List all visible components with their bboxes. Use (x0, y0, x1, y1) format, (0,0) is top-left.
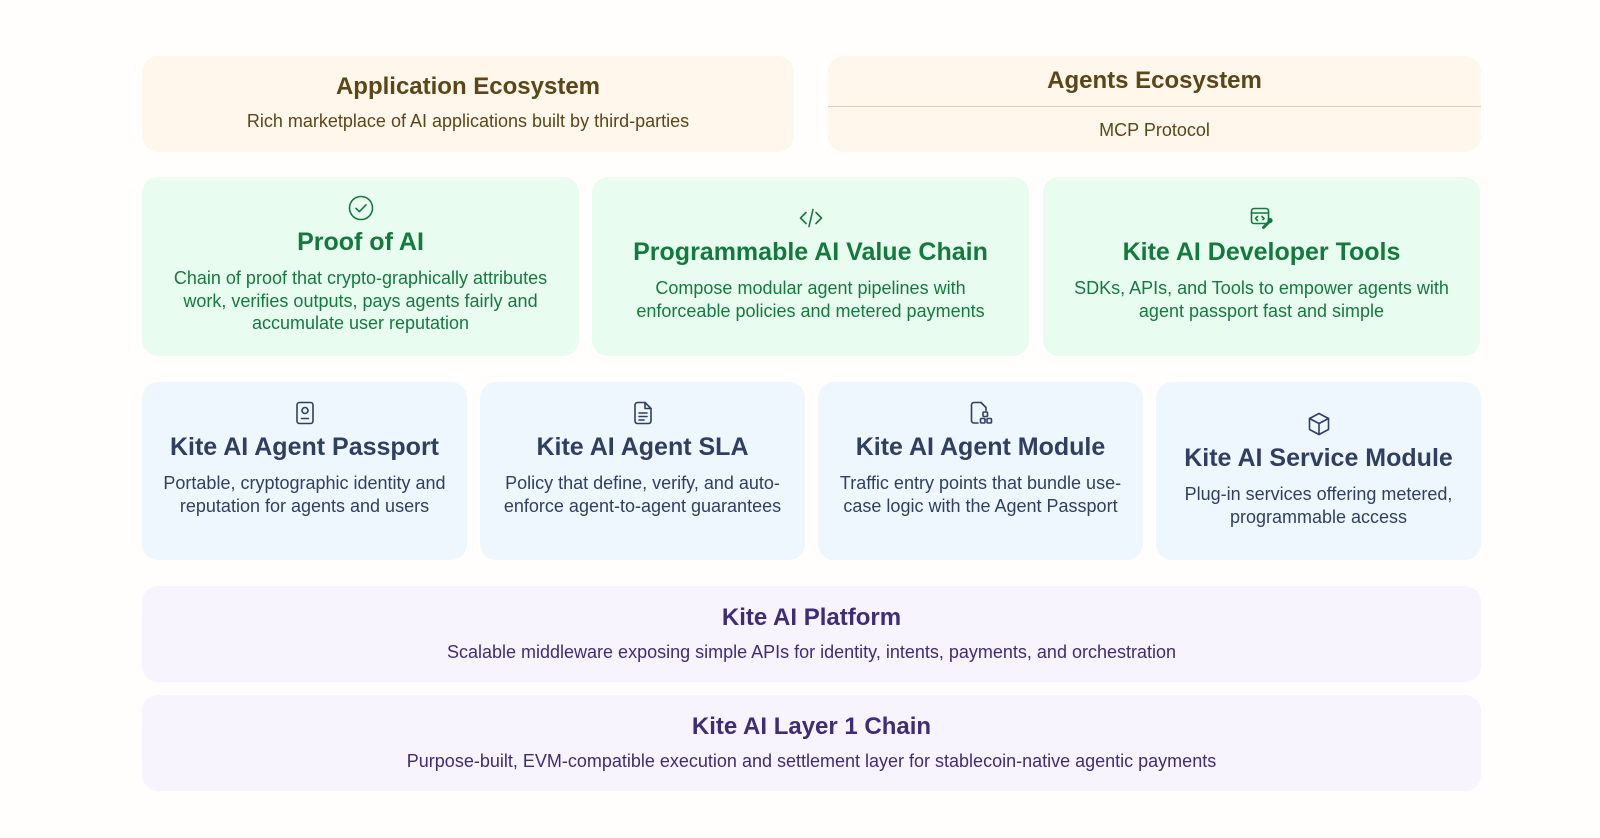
kite-ai-agent-passport-card: Kite AI Agent Passport Portable, cryptog… (142, 382, 467, 560)
programmable-ai-value-chain-card: Programmable AI Value Chain Compose modu… (592, 177, 1029, 356)
mcp-protocol-label: MCP Protocol (1099, 120, 1210, 140)
kite-ai-agent-module-card: Kite AI Agent Module Traffic entry point… (818, 382, 1143, 560)
module-icon (968, 400, 994, 426)
chain-title: Kite AI Layer 1 Chain (691, 713, 932, 740)
agents-ecosystem-box: Agents Ecosystem MCP Protocol (828, 56, 1481, 152)
application-ecosystem-title: Application Ecosystem (335, 73, 601, 100)
application-ecosystem-box: Application Ecosystem Rich marketplace o… (142, 56, 794, 152)
kite-ai-developer-tools-card: Kite AI Developer Tools SDKs, APIs, and … (1043, 177, 1480, 356)
kite-ai-layer1-chain-box: Kite AI Layer 1 Chain Purpose-built, EVM… (142, 695, 1481, 791)
card-description: Plug-in services offering metered, progr… (1184, 484, 1453, 527)
card-title: Kite AI Developer Tools (1122, 238, 1401, 266)
card-title: Kite AI Agent Module (855, 433, 1106, 461)
code-icon (798, 205, 824, 231)
kite-ai-agent-sla-card: Kite AI Agent SLA Policy that define, ve… (480, 382, 805, 560)
passport-icon (292, 400, 318, 426)
card-title: Kite AI Agent Passport (169, 433, 440, 461)
cube-icon (1306, 411, 1332, 437)
document-icon (630, 400, 656, 426)
card-title: Programmable AI Value Chain (633, 238, 988, 266)
kite-ai-platform-box: Kite AI Platform Scalable middleware exp… (142, 586, 1481, 682)
card-description: Compose modular agent pipelines with enf… (636, 278, 985, 321)
kite-ai-service-module-card: Kite AI Service Module Plug-in services … (1156, 382, 1481, 560)
application-ecosystem-description: Rich marketplace of AI applications buil… (246, 110, 690, 131)
card-title: Kite AI Agent SLA (536, 433, 749, 461)
card-description: Traffic entry points that bundle use-cas… (839, 473, 1122, 516)
card-description: Portable, cryptographic identity and rep… (163, 473, 446, 516)
card-title: Proof of AI (297, 228, 424, 256)
check-circle-icon (348, 195, 374, 221)
agents-ecosystem-title: Agents Ecosystem (828, 56, 1481, 107)
platform-title: Kite AI Platform (721, 604, 902, 631)
card-description: Chain of proof that crypto-graphically a… (173, 268, 548, 333)
chain-description: Purpose-built, EVM-compatible execution … (406, 750, 1217, 771)
platform-description: Scalable middleware exposing simple APIs… (446, 641, 1177, 662)
card-description: Policy that define, verify, and auto-enf… (503, 473, 782, 516)
proof-of-ai-card: Proof of AI Chain of proof that crypto-g… (142, 177, 579, 356)
developer-tools-icon (1249, 205, 1275, 231)
card-description: SDKs, APIs, and Tools to empower agents … (1074, 278, 1449, 321)
card-title: Kite AI Service Module (1184, 444, 1453, 472)
